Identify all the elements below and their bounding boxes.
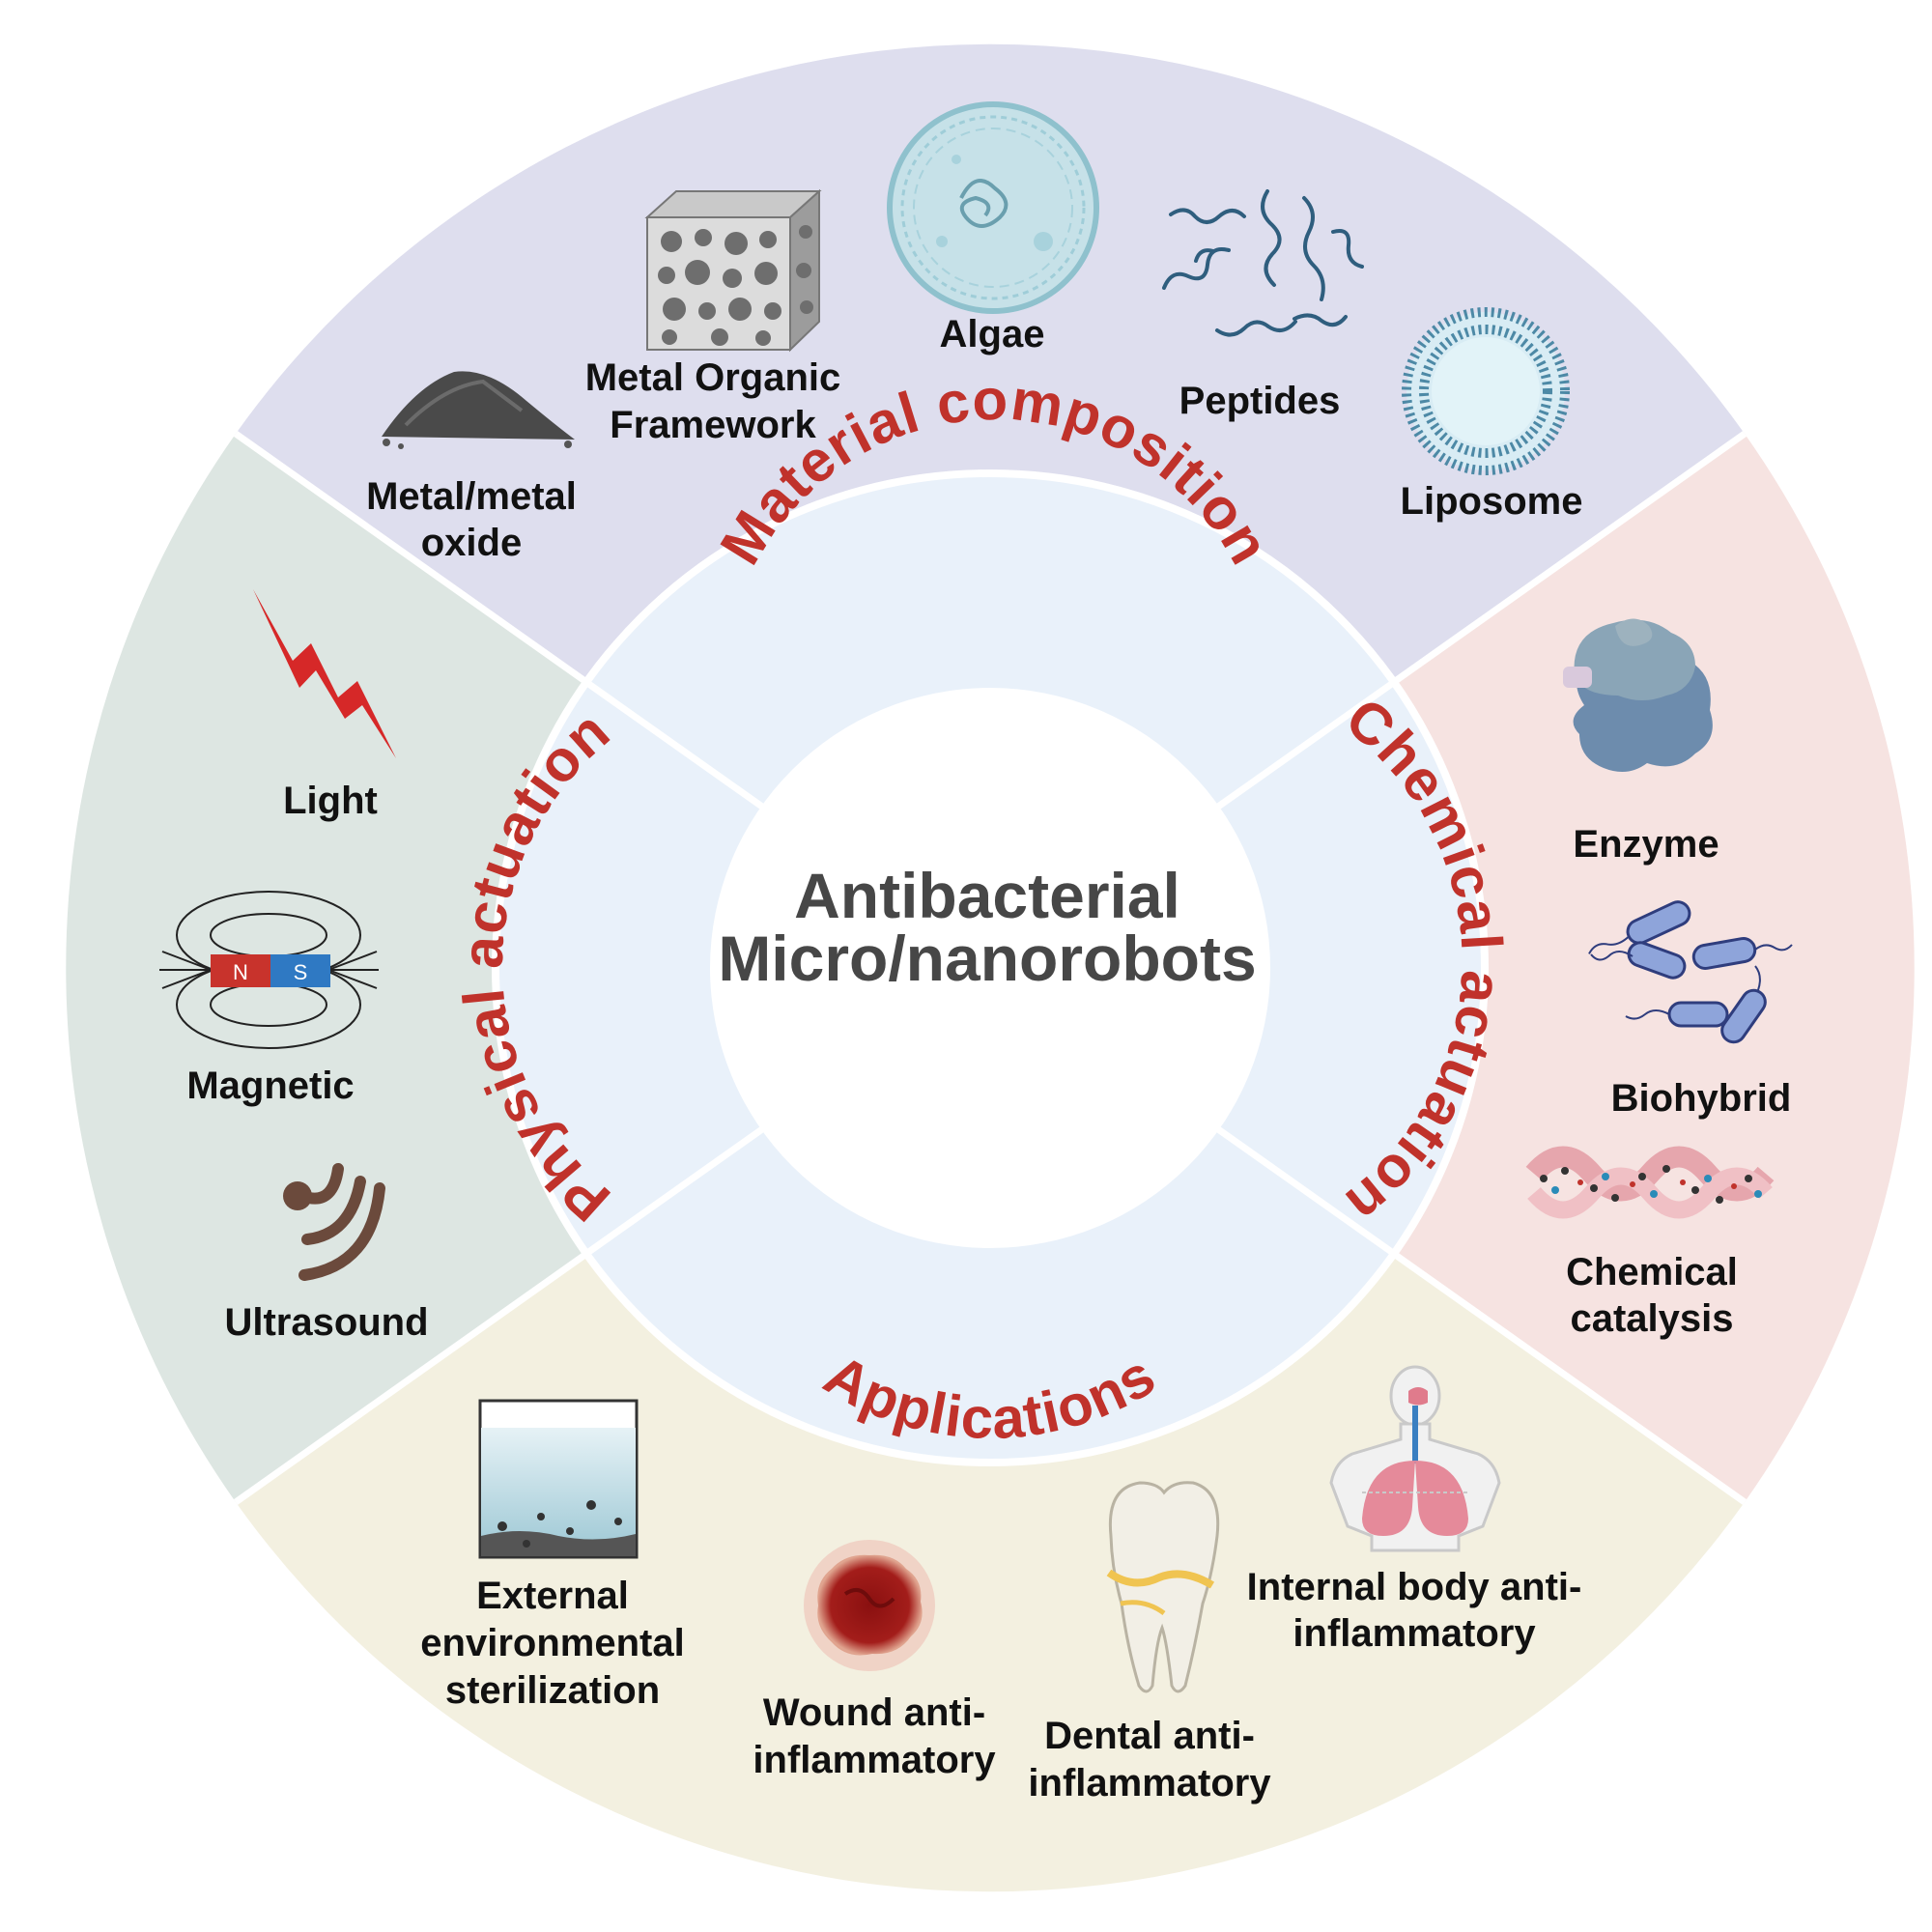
label-light: Light — [283, 780, 378, 822]
ultrasound-wave-icon — [298, 1163, 385, 1281]
algae-cell-icon — [887, 101, 1099, 314]
label-external-line1: External — [476, 1575, 629, 1617]
center-title-line2: Micro/nanorobots — [718, 923, 1256, 994]
label-liposome: Liposome — [1401, 480, 1583, 523]
label-biohybrid: Biohybrid — [1611, 1077, 1792, 1120]
center-title-line1: Antibacterial — [794, 860, 1180, 931]
inner-ring — [492, 469, 1489, 1466]
respiratory-system-icon — [1329, 1365, 1501, 1552]
center-disc — [710, 688, 1270, 1248]
label-catalysis-line2: catalysis — [1570, 1297, 1733, 1340]
label-internal-line1: Internal body anti- — [1247, 1566, 1582, 1608]
label-catalysis-line1: Chemical — [1566, 1251, 1738, 1293]
label-mof-line2: Framework — [610, 404, 816, 446]
label-wound-line2: inflammatory — [753, 1739, 996, 1781]
lightning-icon — [253, 589, 396, 758]
label-internal-line2: inflammatory — [1293, 1612, 1536, 1655]
label-dental-line1: Dental anti- — [1044, 1715, 1255, 1757]
magnet-north-label: N — [233, 960, 248, 984]
magnet-south-label: S — [294, 960, 308, 984]
wound-icon — [804, 1540, 935, 1671]
label-external-line3: sterilization — [445, 1669, 660, 1712]
label-ultrasound: Ultrasound — [224, 1301, 428, 1344]
magnet-field-icon: N S — [159, 891, 379, 1049]
enzyme-protein-icon — [1563, 618, 1713, 772]
bacteria-biohybrid-icon — [1588, 900, 1793, 1044]
metal-powder-icon — [382, 371, 575, 449]
water-beaker-icon — [478, 1399, 639, 1559]
label-magnetic: Magnetic — [186, 1065, 354, 1107]
peptide-chains-icon — [1162, 189, 1364, 337]
label-external-line2: environmental — [420, 1622, 684, 1664]
liposome-icon — [1402, 307, 1570, 475]
label-algae: Algae — [940, 313, 1045, 355]
label-metal-oxide-line1: Metal/metal — [366, 475, 577, 518]
tooth-icon — [1106, 1481, 1220, 1693]
label-enzyme: Enzyme — [1573, 823, 1719, 866]
label-mof-line1: Metal Organic — [585, 356, 841, 399]
mof-cube-icon — [644, 188, 822, 353]
label-wound-line1: Wound anti- — [763, 1691, 985, 1734]
molecular-helix-icon — [1525, 1146, 1775, 1219]
label-peptides: Peptides — [1179, 380, 1341, 422]
label-metal-oxide-line2: oxide — [421, 522, 522, 564]
label-dental-line2: inflammatory — [1028, 1762, 1271, 1804]
